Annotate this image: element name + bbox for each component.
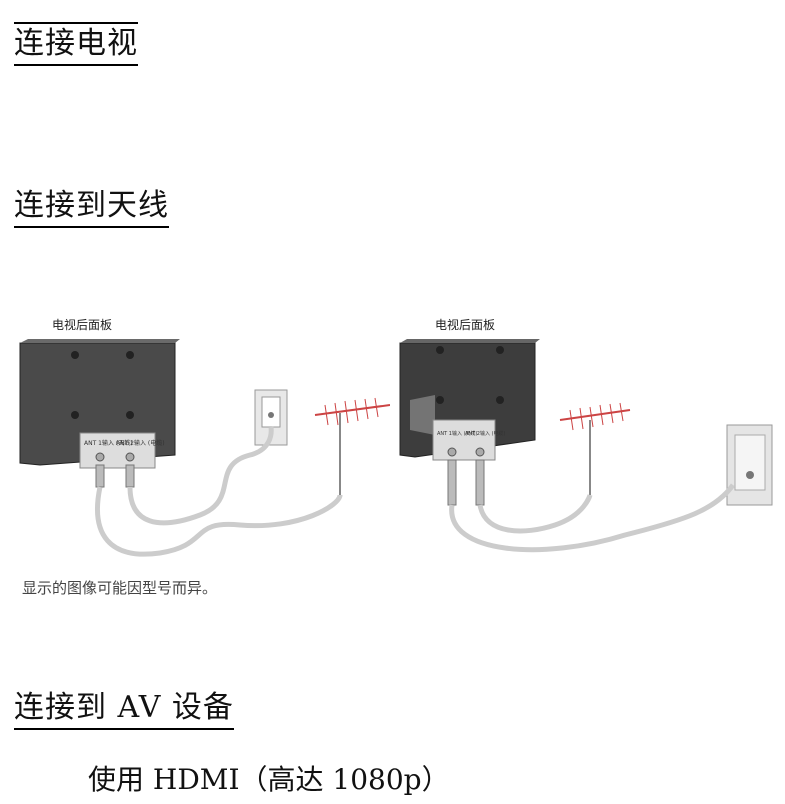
tv-rear-panel-caption-left: 电视后面板 bbox=[52, 318, 113, 332]
section-title-connect-antenna: 连接到天线 bbox=[14, 186, 169, 228]
panel-label-ant2: ANT 2输入 (电缆) bbox=[116, 439, 165, 447]
panel-label-ant1-right: ANT 1输入 (天线) bbox=[437, 430, 478, 437]
subsection-title-hdmi: 使用 HDMI（高达 1080p） bbox=[88, 763, 450, 796]
image-disclaimer-note: 显示的图像可能因型号而异。 bbox=[22, 579, 218, 597]
section-title-connect-tv: 连接电视 bbox=[14, 22, 138, 66]
antenna-connection-diagram-left: ANT 1输入 (天线) ANT 2输入 (电缆) bbox=[19, 339, 390, 557]
panel-label-ant2-right: ANT 2输入 (电缆) bbox=[465, 430, 506, 437]
antenna-connection-diagram-right: ANT 1输入 (天线) ANT 2输入 (电缆) bbox=[399, 339, 773, 553]
section-title-connect-av: 连接到 AV 设备 bbox=[14, 688, 234, 730]
tv-rear-panel-caption-right: 电视后面板 bbox=[435, 318, 496, 332]
panel-label-ant1: ANT 1输入 (天线) bbox=[84, 439, 133, 447]
